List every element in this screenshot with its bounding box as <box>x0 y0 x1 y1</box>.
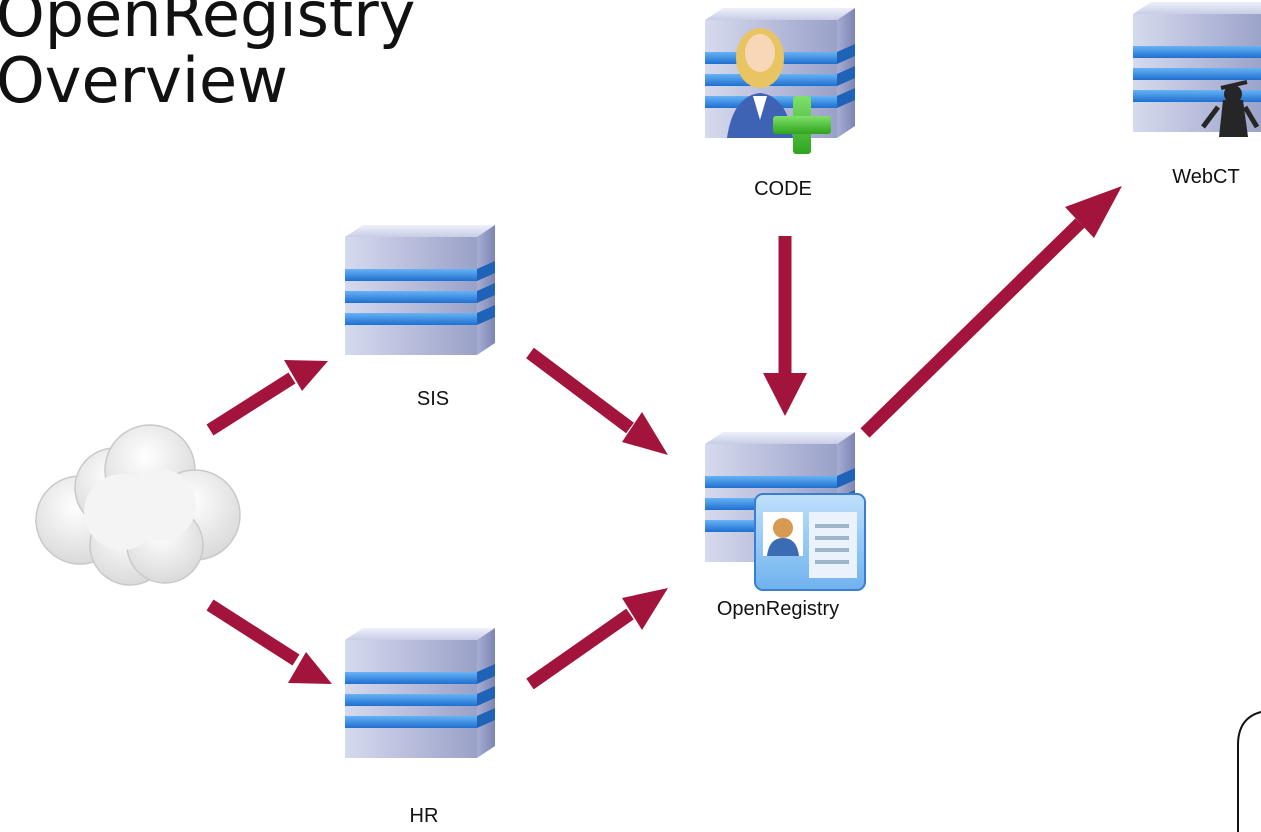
title-line-1: OpenRegistry <box>0 0 416 51</box>
arrow-sis-to-openregistry <box>526 347 668 455</box>
arrow-cloud-to-sis <box>206 360 328 436</box>
partial-frame <box>1237 711 1261 832</box>
sis-server-icon <box>345 225 495 355</box>
hr-server-icon <box>345 628 495 758</box>
person-add-icon <box>727 28 831 154</box>
cloud-icon <box>35 424 241 586</box>
arrow-code-to-openregistry <box>763 236 807 416</box>
webct-icon <box>1201 80 1260 137</box>
id-card-icon <box>754 493 866 591</box>
webct-server-icon <box>1133 2 1261 137</box>
node-label-sis: SIS <box>416 388 450 410</box>
node-label-hr: HR <box>409 805 439 827</box>
node-label-webct: WebCT <box>1172 166 1240 188</box>
node-label-code: CODE <box>754 178 812 200</box>
arrow-cloud-to-hr <box>206 599 332 684</box>
node-label-openregistry: OpenRegistry <box>716 598 840 620</box>
arrow-hr-to-openregistry <box>526 588 668 690</box>
openregistry-server-icon <box>705 432 866 591</box>
arrows <box>206 186 1122 690</box>
page-title: OpenRegistry Overview <box>0 0 415 114</box>
arrow-openregistry-to-webct <box>860 186 1122 438</box>
title-line-2: Overview <box>0 44 288 117</box>
code-server-icon <box>705 8 855 154</box>
